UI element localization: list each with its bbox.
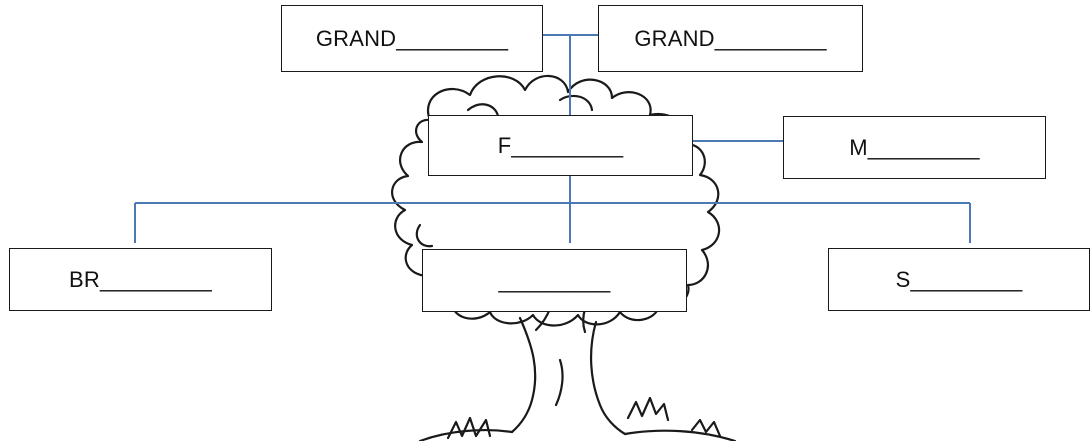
grandparent-left-label: GRAND_________ xyxy=(315,25,509,51)
grandparent-box-right: GRAND_________ xyxy=(598,5,863,72)
tree-canopy-detail xyxy=(558,94,594,112)
grandparent-right-label: GRAND_________ xyxy=(634,25,827,51)
grandparent-box-left: GRAND_________ xyxy=(281,5,543,72)
self-box: _________ xyxy=(422,249,687,312)
grass-tuft xyxy=(626,396,670,422)
tree-trunk-right xyxy=(589,320,627,436)
grass-tuft xyxy=(446,416,492,440)
brother-label: BR_________ xyxy=(69,266,212,292)
tree-bark-detail xyxy=(554,358,564,407)
sister-label: S_________ xyxy=(895,266,1023,292)
sister-box: S_________ xyxy=(828,248,1090,311)
tree-canopy-detail xyxy=(415,223,434,248)
father-box: F_________ xyxy=(428,115,693,176)
tree-ground xyxy=(623,429,737,441)
father-label: F_________ xyxy=(497,132,624,158)
self-label: _________ xyxy=(498,267,611,293)
tree-ground xyxy=(418,429,514,441)
brother-box: BR_________ xyxy=(9,248,272,311)
mother-box: M_________ xyxy=(783,116,1046,179)
tree-trunk-left xyxy=(510,316,537,434)
connector-lines xyxy=(134,34,971,243)
tree-canopy-detail xyxy=(466,103,500,118)
mother-label: M_________ xyxy=(849,134,980,160)
grass-tuft xyxy=(690,418,722,438)
